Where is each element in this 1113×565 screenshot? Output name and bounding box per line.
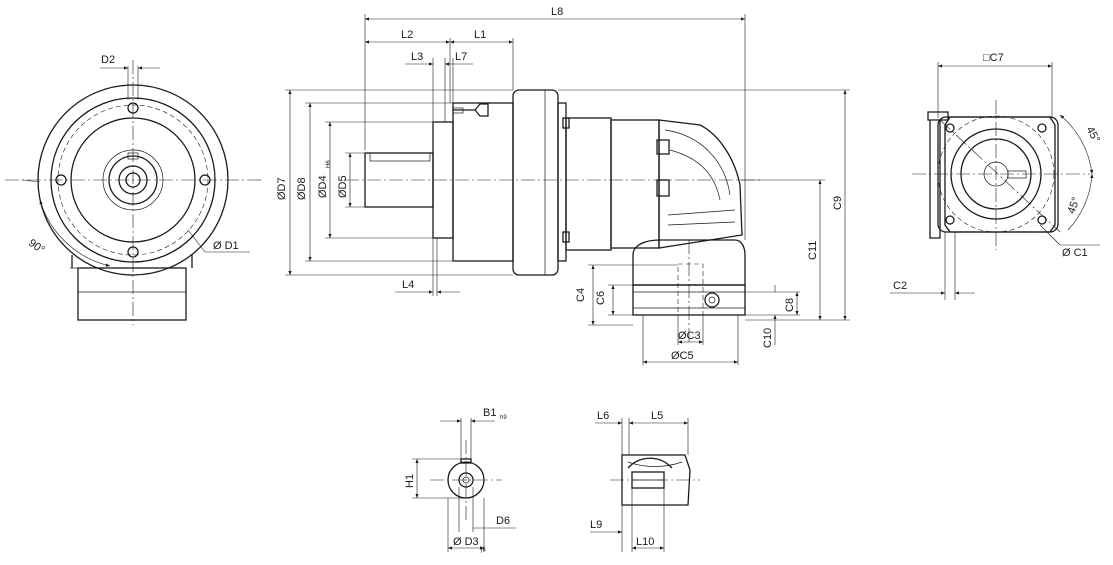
- label-c10: C10: [762, 328, 774, 348]
- label-d2: D2: [101, 54, 115, 66]
- label-d1: Ø D1: [213, 240, 239, 252]
- label-angle-45-side: 45°: [1066, 196, 1083, 216]
- label-l2: L2: [401, 29, 413, 41]
- shaft-side-view: [590, 418, 700, 552]
- label-d4-tolerance: H6: [326, 160, 332, 168]
- label-l4: L4: [402, 279, 414, 291]
- label-l3: L3: [411, 51, 423, 63]
- label-d7: ØD7: [276, 177, 288, 200]
- label-b1-tolerance: h9: [500, 415, 507, 421]
- label-c3: ØC3: [678, 330, 701, 342]
- label-c1: Ø C1: [1062, 247, 1088, 259]
- label-c5: ØC5: [671, 350, 694, 362]
- label-l9: L9: [590, 519, 602, 531]
- label-c4: C4: [575, 288, 587, 302]
- label-d3: Ø D3: [453, 536, 479, 548]
- label-angle-45-top: 45°: [1084, 125, 1103, 145]
- front-view: [5, 60, 262, 325]
- label-angle-90: 90°: [26, 237, 47, 256]
- label-h1: H1: [404, 474, 416, 488]
- label-l6: L6: [597, 410, 609, 422]
- label-d6: D6: [496, 515, 510, 527]
- output-view: [890, 62, 1100, 300]
- label-d3-tolerance: j6: [480, 547, 486, 553]
- label-l5: L5: [651, 410, 663, 422]
- label-c6: C6: [595, 291, 607, 305]
- label-l8: L8: [551, 6, 563, 18]
- side-view: [285, 14, 850, 365]
- label-c7: □C7: [983, 52, 1004, 64]
- label-l10: L10: [636, 536, 654, 548]
- label-d4: ØD4: [317, 175, 329, 198]
- label-c11: C11: [807, 241, 819, 260]
- label-d8: ØD8: [296, 177, 308, 200]
- label-b1: B1: [483, 407, 496, 419]
- label-c8: C8: [784, 298, 796, 312]
- label-d5: ØD5: [337, 175, 349, 198]
- label-l1: L1: [474, 29, 486, 41]
- label-c9: C9: [832, 196, 844, 210]
- shaft-end-view: [412, 418, 516, 552]
- label-l7: L7: [455, 51, 467, 63]
- label-c2: C2: [893, 280, 907, 292]
